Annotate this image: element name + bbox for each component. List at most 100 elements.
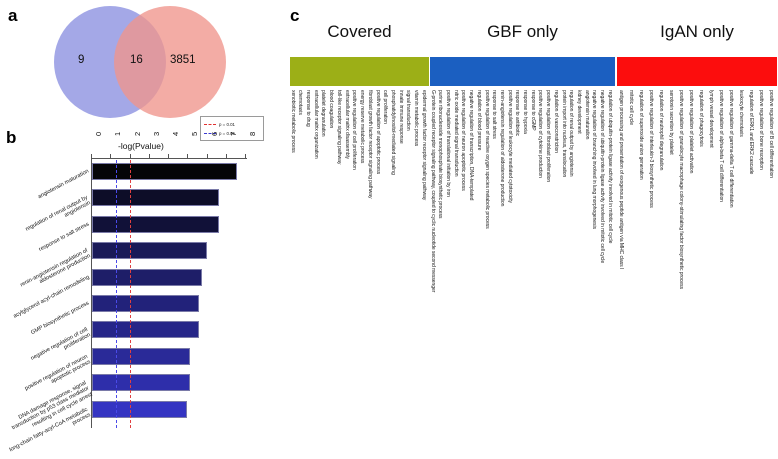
panel-c-term-label: regulation of ERK1 and ERK2 cascade: [748, 90, 755, 175]
panel-c-term-label: signal transduction: [405, 90, 412, 131]
pvalue-legend: p = 0.01 p = 0.05: [200, 116, 264, 141]
panel-c-term-label: positive regulation of interleukin-3 bio…: [648, 90, 655, 208]
panel-c-term-label: antigen processing and presentation of e…: [618, 90, 625, 270]
bar-chart-tick-label: 4: [171, 131, 180, 136]
panel-c-term-label: regulation of blood pressure: [475, 90, 482, 151]
panel-c-term-label: regulation of phagocytosis: [698, 90, 705, 147]
bar-chart-bar: [92, 189, 220, 207]
panel-c-term-label: positive regulation of fibroblast prolif…: [545, 90, 552, 183]
bar-chart-x-axis-title: -log(Pvalue): [118, 141, 164, 151]
panel-c-term-label: positive regulation of translational ini…: [444, 90, 451, 197]
bar-chart-tick: [110, 154, 112, 159]
bar-chart-tick: [129, 154, 131, 159]
bar-chart-tick: [168, 154, 169, 159]
panel-c-term-label: phosphatidylinositol-mediated signaling: [389, 90, 396, 175]
bar-chart-bar: [92, 163, 238, 180]
bar-chart-tick: [187, 154, 189, 159]
bar-chart-bar: [92, 374, 191, 392]
bar-chart-tick: [91, 154, 92, 159]
panel-c-term-label: leukocyte chemotaxis: [738, 90, 745, 137]
panel-c-term-label: mitotic cell cycle: [628, 90, 635, 125]
bar-chart-tick-label: 5: [190, 131, 200, 136]
bar-chart-tick: [245, 154, 246, 159]
panel-c-term-label: regulation of ubiquitin-protein ligase a…: [606, 90, 613, 244]
bar-chart-bar: [92, 321, 199, 339]
panel-c-group-title: GBF only: [487, 22, 558, 41]
panel-c-term-label: cell proliferation: [382, 90, 389, 124]
panel-a-letter: a: [8, 6, 18, 25]
legend-row-p005: p = 0.05: [204, 129, 260, 137]
panel-c-term-label: negative regulation of ubiquitin-protein…: [599, 90, 606, 264]
bar-chart-bar: [92, 400, 188, 418]
bar-chart-tick: [206, 154, 208, 159]
panel-c-term-label: positive regulation of platelet activati…: [688, 90, 695, 174]
bar-chart-tick-label: 0: [94, 131, 103, 136]
bar-chart-tick-label: 8: [248, 131, 257, 136]
threshold-line-p001: [129, 160, 131, 428]
panel-c-term-label: response to drug: [305, 90, 311, 127]
panel-c-term-label: positive regulation of leukocyte mediate…: [506, 90, 513, 203]
bar-chart-bar: [92, 347, 191, 365]
legend-dash-red-icon: [204, 123, 216, 125]
panel-a-venn: a 9 16 3851: [0, 0, 288, 122]
panel-c-term-label: response to hypoxia: [522, 90, 529, 134]
panel-c-term-label: toll-like receptor signaling pathway: [335, 90, 342, 165]
panel-c-term-label: response to cGMP: [529, 90, 536, 131]
panel-c-term-label: angiotensin maturation: [583, 90, 590, 140]
panel-c-term-label: positive regulation of bone resorption: [758, 90, 765, 170]
panel-c-term-label: positive regulation of neuron apoptotic …: [460, 90, 467, 191]
legend-row-p001: p = 0.01: [204, 120, 260, 128]
panel-c-term-label: vitamin metabolic process: [413, 90, 420, 147]
legend-label-p005: p = 0.05: [219, 130, 235, 136]
panel-c-term-label: response to antibiotic: [514, 90, 521, 136]
venn-right-count: 3851: [170, 54, 196, 66]
bar-chart-tick-label: 3: [151, 131, 161, 136]
panel-c-term-label: xenobiotic metabolic process: [289, 90, 296, 153]
panel-c-term-label: purine ribonucleoside monophosphate bios…: [437, 90, 444, 219]
bar-chart-tick-label: 2: [132, 131, 142, 136]
panel-c-term-label: positive regulation of gamma-delta T cel…: [728, 90, 735, 208]
bar-chart-bar: [92, 215, 220, 233]
panel-c-term-label: positive regulation of B cell differenti…: [768, 90, 775, 178]
venn-overlap-count: 16: [130, 54, 143, 66]
panel-c-term-label: negative regulation of transcription, DN…: [468, 90, 475, 201]
panel-c-term-label: kidney development: [576, 90, 582, 134]
legend-label-p001: p = 0.01: [219, 121, 235, 127]
panel-c-term-label: chemotaxis: [297, 90, 304, 115]
panel-c-term-label: blood coagulation: [328, 90, 335, 129]
bar-chart-tick-label: 1: [113, 131, 123, 136]
venn-circle-right: [114, 6, 226, 118]
panel-c-term-label: renin-angiotensin regulation of aldoster…: [498, 90, 505, 207]
bar-chart-tick-label: 6: [209, 131, 219, 136]
panel-c-term-label: innate immune response: [397, 90, 404, 144]
panel-c-term-label: positive regulation of reactive oxygen s…: [483, 90, 490, 229]
panel-c-term-label: negative regulation of branching involve…: [591, 90, 598, 229]
panel-c-term-label: positive regulation of alpha-beta T cell…: [718, 90, 725, 202]
venn-left-count: 9: [78, 54, 85, 66]
panel-c-group-title: Covered: [327, 22, 392, 41]
panel-c-term-label: extracellular matrix disassembly: [343, 90, 350, 159]
panel-c-group-color-bar: [617, 57, 777, 86]
bar-chart-tick-label: 7: [228, 131, 238, 136]
venn-diagram: 9 16 3851: [30, 6, 250, 118]
panel-c-term-label: response to salt stress: [491, 90, 498, 139]
panel-c-term-label: positive regulation of apoptotic process: [374, 90, 381, 175]
bar-chart-bar: [92, 295, 199, 312]
bar-chart-tick: [148, 154, 150, 159]
panel-b-letter: b: [6, 128, 17, 147]
threshold-line-p005: [116, 160, 118, 428]
panel-c-term-label: positive regulation of granulocyte macro…: [678, 90, 685, 289]
panel-c-group-color-bar: [290, 57, 429, 86]
panel-c-term-label: regulation of renal output by angiotensi…: [568, 90, 575, 177]
panel-c-term-label: energy reserve metabolic process: [359, 90, 366, 164]
panel-c-term-label: regulation of vasoconstriction: [552, 90, 559, 153]
panel-c-term-label: G-protein coupled receptor signaling pat…: [429, 90, 436, 293]
panel-c-term-label: extracellular matrix organization: [312, 90, 319, 159]
panel-c-term-label: protein import into nucleus, translocati…: [560, 90, 567, 178]
panel-c-term-label: fibroblast growth factor receptor signal…: [366, 90, 373, 199]
panel-c-term-label: positive regulation of cell proliferatio…: [351, 90, 358, 170]
panel-c-term-label: nitric oxide mediated signal transductio…: [452, 90, 459, 177]
